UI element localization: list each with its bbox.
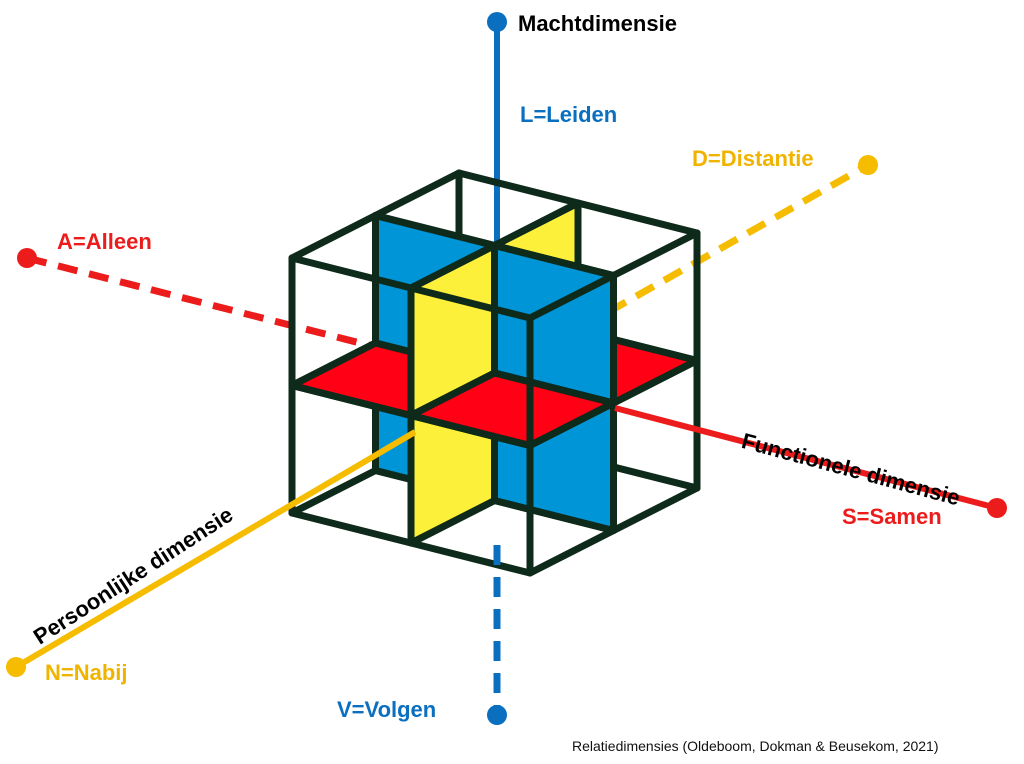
samen-endpoint-dot: [987, 498, 1007, 518]
functional-axis-solid: [614, 405, 998, 511]
nabij-endpoint-dot: [6, 657, 26, 677]
leiden-endpoint-dot: [487, 12, 507, 32]
caption: Relatiedimensies (Oldeboom, Dokman & Beu…: [572, 738, 939, 754]
volgen-endpoint-dot: [487, 705, 507, 725]
frame-edge: [407, 199, 582, 292]
label-alleen: A=Alleen: [57, 229, 152, 254]
label-volgen: V=Volgen: [337, 697, 437, 722]
alleen-endpoint-dot: [17, 248, 37, 268]
functional-axis-dashed: [26, 254, 416, 361]
label-nabij: N=Nabij: [45, 660, 128, 685]
personal-axis-solid: [14, 429, 417, 670]
label-distantie: D=Distantie: [692, 146, 814, 171]
power-dimension-title: Machtdimensie: [518, 11, 677, 36]
label-samen: S=Samen: [842, 504, 942, 529]
distantie-endpoint-dot: [858, 155, 878, 175]
label-leiden: L=Leiden: [520, 102, 618, 127]
